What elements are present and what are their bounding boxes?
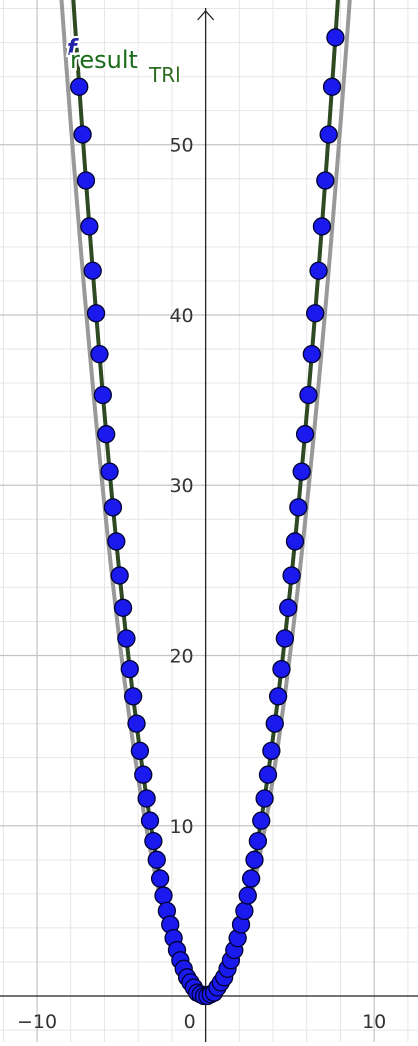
data-point	[147, 850, 166, 869]
y-axis-arrow	[197, 10, 215, 21]
data-point	[248, 831, 268, 851]
data-point	[80, 217, 99, 236]
data-point	[312, 217, 332, 236]
data-point	[255, 789, 274, 808]
data-point	[73, 125, 92, 144]
curves	[59, 0, 352, 999]
data-point	[279, 598, 298, 617]
data-point	[70, 77, 89, 96]
legend-label-trl: TRl	[148, 63, 181, 87]
data-point	[306, 304, 325, 323]
y-tick-label: 30	[169, 475, 193, 497]
data-point	[120, 659, 139, 679]
data-point	[326, 28, 345, 47]
data-point	[282, 566, 301, 585]
data-point	[76, 171, 96, 190]
data-point	[309, 261, 328, 280]
data-point	[299, 385, 318, 405]
data-point	[134, 765, 153, 784]
data-point	[83, 261, 102, 280]
data-point	[289, 498, 308, 517]
data-point	[238, 886, 257, 905]
axes	[0, 8, 418, 1042]
data-point	[268, 687, 288, 706]
data-point	[86, 304, 106, 323]
data-point	[154, 886, 173, 905]
data-point	[295, 425, 315, 444]
data-point	[110, 566, 129, 585]
y-tick-label: 50	[169, 135, 193, 157]
data-point	[245, 850, 264, 869]
data-point	[241, 869, 261, 888]
data-point	[235, 901, 254, 921]
data-point	[265, 714, 284, 733]
data-point	[292, 462, 311, 481]
data-point	[140, 811, 160, 830]
data-points	[70, 28, 345, 1006]
data-point	[124, 687, 143, 706]
data-point	[319, 125, 338, 144]
data-point	[144, 831, 163, 851]
data-point	[130, 741, 150, 761]
data-point	[272, 659, 291, 679]
data-point	[93, 385, 112, 405]
data-point	[258, 765, 278, 784]
data-point	[316, 171, 335, 190]
data-point	[107, 532, 126, 551]
data-point	[103, 498, 123, 517]
legend: f TRl result	[65, 34, 183, 89]
x-tick-label: −10	[17, 1011, 57, 1033]
data-point	[137, 789, 156, 808]
data-point	[117, 629, 136, 648]
data-point	[113, 598, 133, 617]
data-point	[150, 869, 170, 888]
y-tick-label: 40	[169, 305, 193, 327]
data-point	[302, 344, 321, 364]
legend-label-result: result	[70, 46, 138, 74]
data-point	[322, 77, 342, 96]
y-tick-label: 20	[169, 646, 193, 668]
y-tick-label: 10	[169, 816, 193, 838]
curve-result	[71, 0, 340, 999]
x-tick-label: 10	[362, 1011, 386, 1033]
data-point	[252, 811, 271, 830]
data-point	[262, 741, 281, 761]
data-point	[97, 425, 116, 444]
x-tick-label: 0	[184, 1011, 196, 1033]
data-point	[127, 714, 146, 733]
data-point	[100, 462, 119, 481]
data-point	[90, 344, 109, 364]
curve-f	[59, 0, 352, 999]
data-point	[275, 629, 294, 648]
data-point	[285, 532, 305, 551]
tick-labels: −10 0 10 10 20 30 40 50	[17, 135, 386, 1033]
